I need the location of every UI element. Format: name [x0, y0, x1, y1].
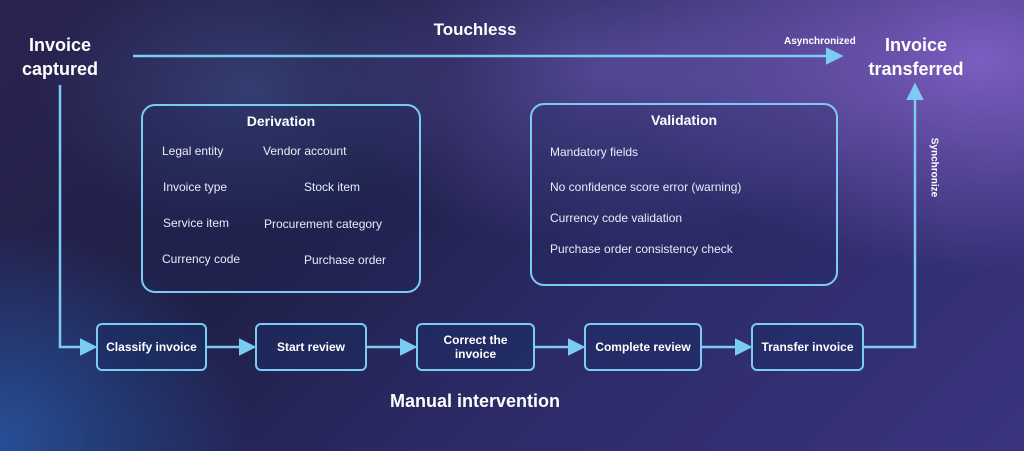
derivation-item: Procurement category — [264, 217, 383, 231]
invoice-transferred-label: Invoice transferred — [858, 33, 974, 81]
derivation-item: Currency code — [162, 252, 241, 266]
derivation-item: Service item — [163, 216, 230, 230]
derivation-panel: Derivation Legal entity Vendor account I… — [141, 104, 421, 293]
step-label: Start review — [276, 340, 346, 354]
step-label: Classify invoice — [106, 340, 197, 354]
validation-title: Validation — [650, 112, 718, 128]
validation-item: Currency code validation — [550, 211, 683, 225]
step-label: Complete review — [595, 340, 691, 354]
derivation-item: Purchase order — [304, 253, 387, 267]
synchronize-label: Synchronize — [928, 137, 940, 198]
validation-item: No confidence score error (warning) — [550, 180, 742, 194]
step-classify-invoice: Classify invoice — [96, 323, 207, 371]
derivation-item: Vendor account — [263, 144, 347, 158]
step-start-review: Start review — [255, 323, 367, 371]
derivation-item: Stock item — [304, 180, 361, 194]
touchless-title: Touchless — [433, 20, 517, 39]
invoice-captured-line2: captured — [21, 59, 99, 79]
derivation-title: Derivation — [246, 113, 316, 129]
invoice-captured-line1: Invoice — [28, 35, 92, 55]
invoice-transferred-line2: transferred — [868, 59, 964, 79]
step-label-line2: invoice — [454, 347, 497, 361]
validation-item: Mandatory fields — [550, 145, 639, 159]
step-label: Correct the — [443, 333, 508, 347]
invoice-transferred-line1: Invoice — [884, 35, 948, 55]
derivation-item: Invoice type — [163, 180, 228, 194]
invoice-captured-label: Invoice captured — [10, 33, 110, 81]
asynchronized-label: Asynchronized — [784, 36, 856, 47]
step-label: Transfer invoice — [761, 340, 854, 354]
derivation-item: Legal entity — [162, 144, 224, 158]
validation-item: Purchase order consistency check — [550, 242, 733, 256]
step-complete-review: Complete review — [584, 323, 702, 371]
step-correct-invoice: Correct the invoice — [416, 323, 535, 371]
manual-intervention-title: Manual intervention — [389, 391, 560, 411]
captured-to-classify-connector — [58, 85, 98, 356]
transfer-to-transferred-connector — [864, 82, 924, 349]
step-transfer-invoice: Transfer invoice — [751, 323, 864, 371]
validation-panel: Validation Mandatory fields No confidenc… — [530, 103, 838, 286]
